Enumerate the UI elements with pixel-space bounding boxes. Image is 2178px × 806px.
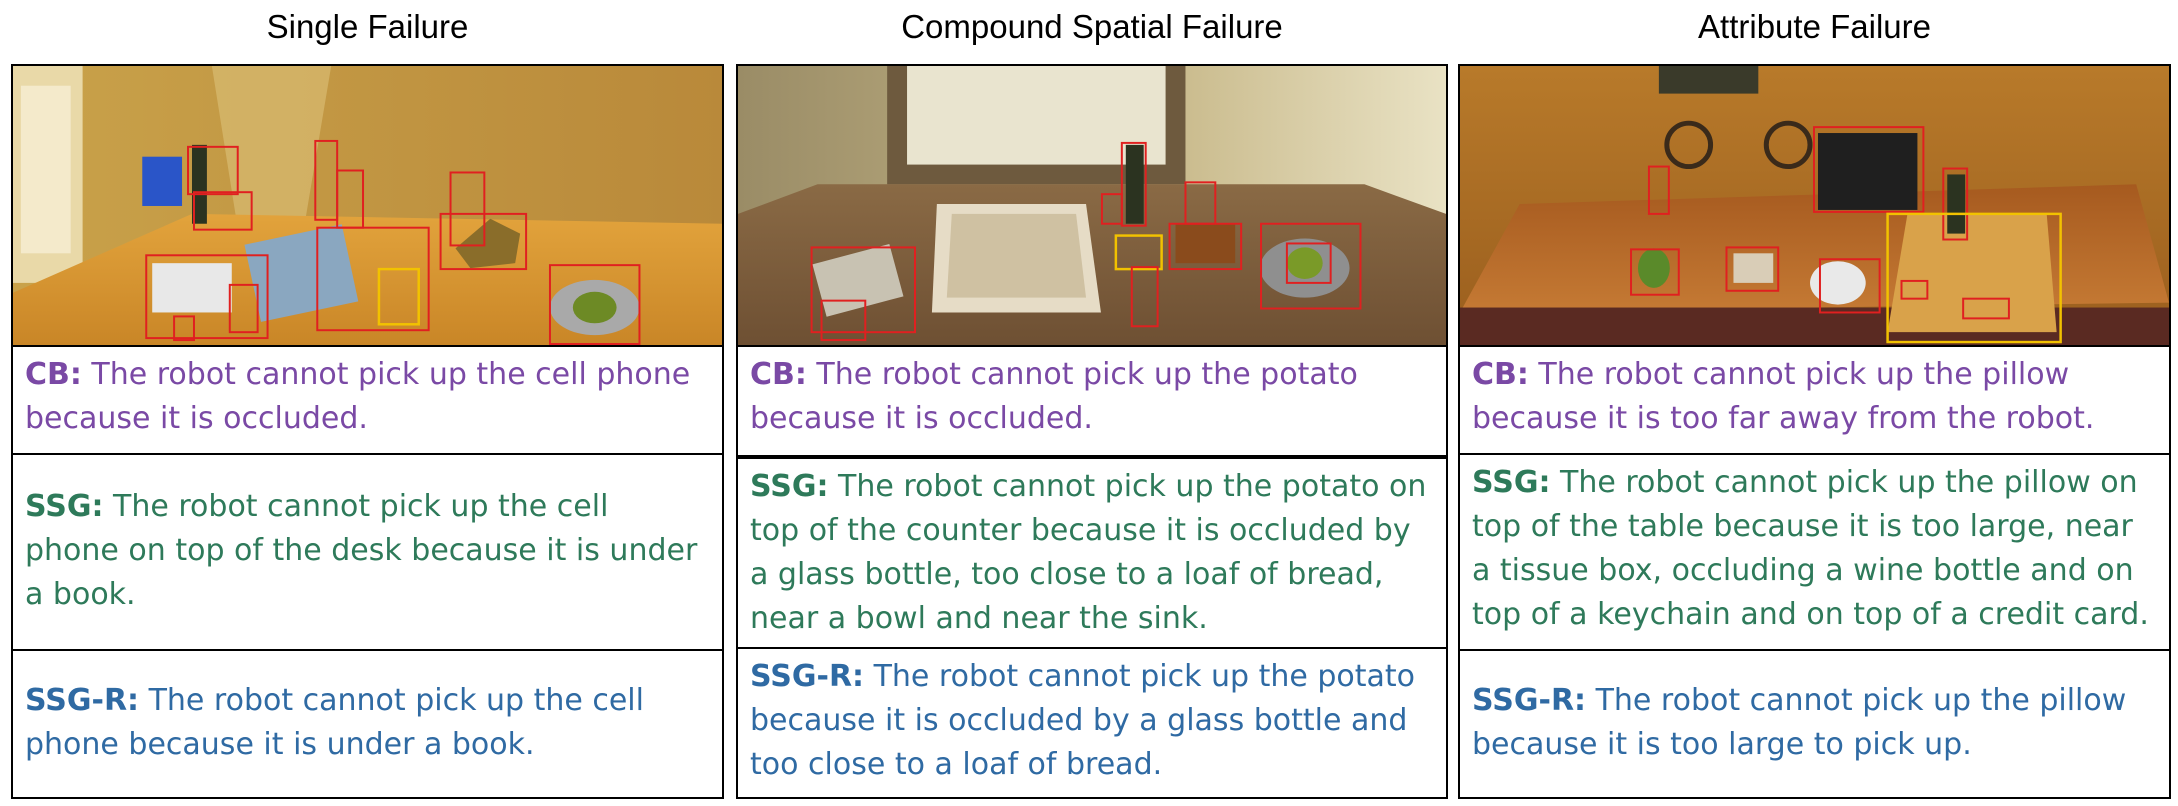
ssg-text: The robot cannot pick up the cell phone … — [25, 489, 698, 612]
ssg-text: The robot cannot pick up the potato on t… — [750, 469, 1427, 636]
scene-image-dining-table — [1458, 64, 2171, 347]
cb-text: The robot cannot pick up the cell phone … — [25, 357, 691, 436]
ssg-label: SSG: — [25, 489, 104, 524]
ssgr-text: The robot cannot pick up the cell phone … — [25, 683, 644, 762]
ssg-explanation: SSG: The robot cannot pick up the cell p… — [11, 455, 724, 651]
cb-text: The robot cannot pick up the potato beca… — [750, 357, 1358, 436]
ssgr-explanation: SSG-R: The robot cannot pick up the pota… — [736, 649, 1448, 799]
column-title: Attribute Failure — [1698, 8, 1931, 45]
cb-label: CB: — [25, 357, 82, 392]
ssgr-text: The robot cannot pick up the potato beca… — [750, 659, 1416, 782]
ssgr-text: The robot cannot pick up the pillow beca… — [1472, 683, 2127, 762]
cb-explanation: CB: The robot cannot pick up the potato … — [736, 347, 1448, 457]
ssg-explanation: SSG: The robot cannot pick up the potato… — [736, 457, 1448, 649]
ssgr-label: SSG-R: — [1472, 683, 1587, 718]
ssg-label: SSG: — [750, 469, 829, 504]
ssgr-label: SSG-R: — [750, 659, 865, 694]
ssgr-explanation: SSG-R: The robot cannot pick up the pill… — [1458, 651, 2171, 799]
cb-explanation: CB: The robot cannot pick up the pillow … — [1458, 347, 2171, 455]
ssg-label: SSG: — [1472, 465, 1551, 500]
ssg-explanation: SSG: The robot cannot pick up the pillow… — [1458, 455, 2171, 651]
cb-explanation: CB: The robot cannot pick up the cell ph… — [11, 347, 724, 455]
ssg-text: The robot cannot pick up the pillow on t… — [1472, 465, 2149, 632]
cb-label: CB: — [1472, 357, 1529, 392]
scene-image-kitchen — [736, 64, 1448, 347]
column-title: Single Failure — [266, 8, 469, 45]
scene-image-living-room — [11, 64, 724, 347]
column-title: Compound Spatial Failure — [901, 8, 1283, 45]
ssgr-explanation: SSG-R: The robot cannot pick up the cell… — [11, 651, 724, 799]
cb-text: The robot cannot pick up the pillow beca… — [1472, 357, 2095, 436]
ssgr-label: SSG-R: — [25, 683, 140, 718]
cb-label: CB: — [750, 357, 807, 392]
